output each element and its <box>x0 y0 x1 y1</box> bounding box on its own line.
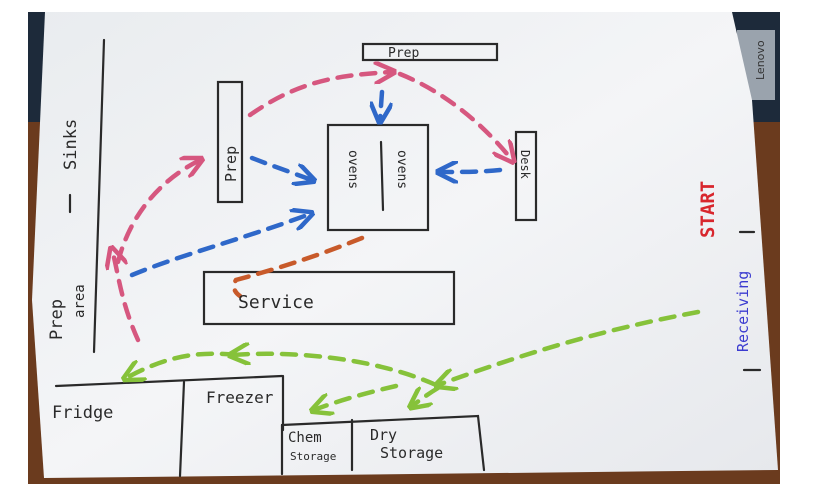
receiving-label: Receiving <box>734 271 752 352</box>
prep-top-label: Prep <box>388 46 419 61</box>
service-label: Service <box>238 292 314 313</box>
fridge-label: Fridge <box>52 403 113 423</box>
dry-storage-label-bottom: Storage <box>380 444 443 462</box>
chem-storage-label-top: Chem <box>288 430 322 446</box>
start-label: START <box>697 181 719 238</box>
paper-sheet <box>32 12 778 478</box>
prep-area-label-top: Prep <box>47 299 67 340</box>
chem-storage-label-bottom: Storage <box>290 450 336 463</box>
freezer-label: Freezer <box>206 388 274 407</box>
svg-text:Lenovo: Lenovo <box>754 40 767 80</box>
prep-left-label: Prep <box>222 146 240 182</box>
ovens-label-2: ovens <box>394 150 409 189</box>
desk-label: Desk <box>518 150 532 180</box>
sinks-label: Sinks <box>61 119 81 170</box>
prep-area-label-bottom: area <box>72 284 88 318</box>
dry-storage-label-top: Dry <box>370 426 397 444</box>
ovens-label-1: ovens <box>345 150 360 189</box>
